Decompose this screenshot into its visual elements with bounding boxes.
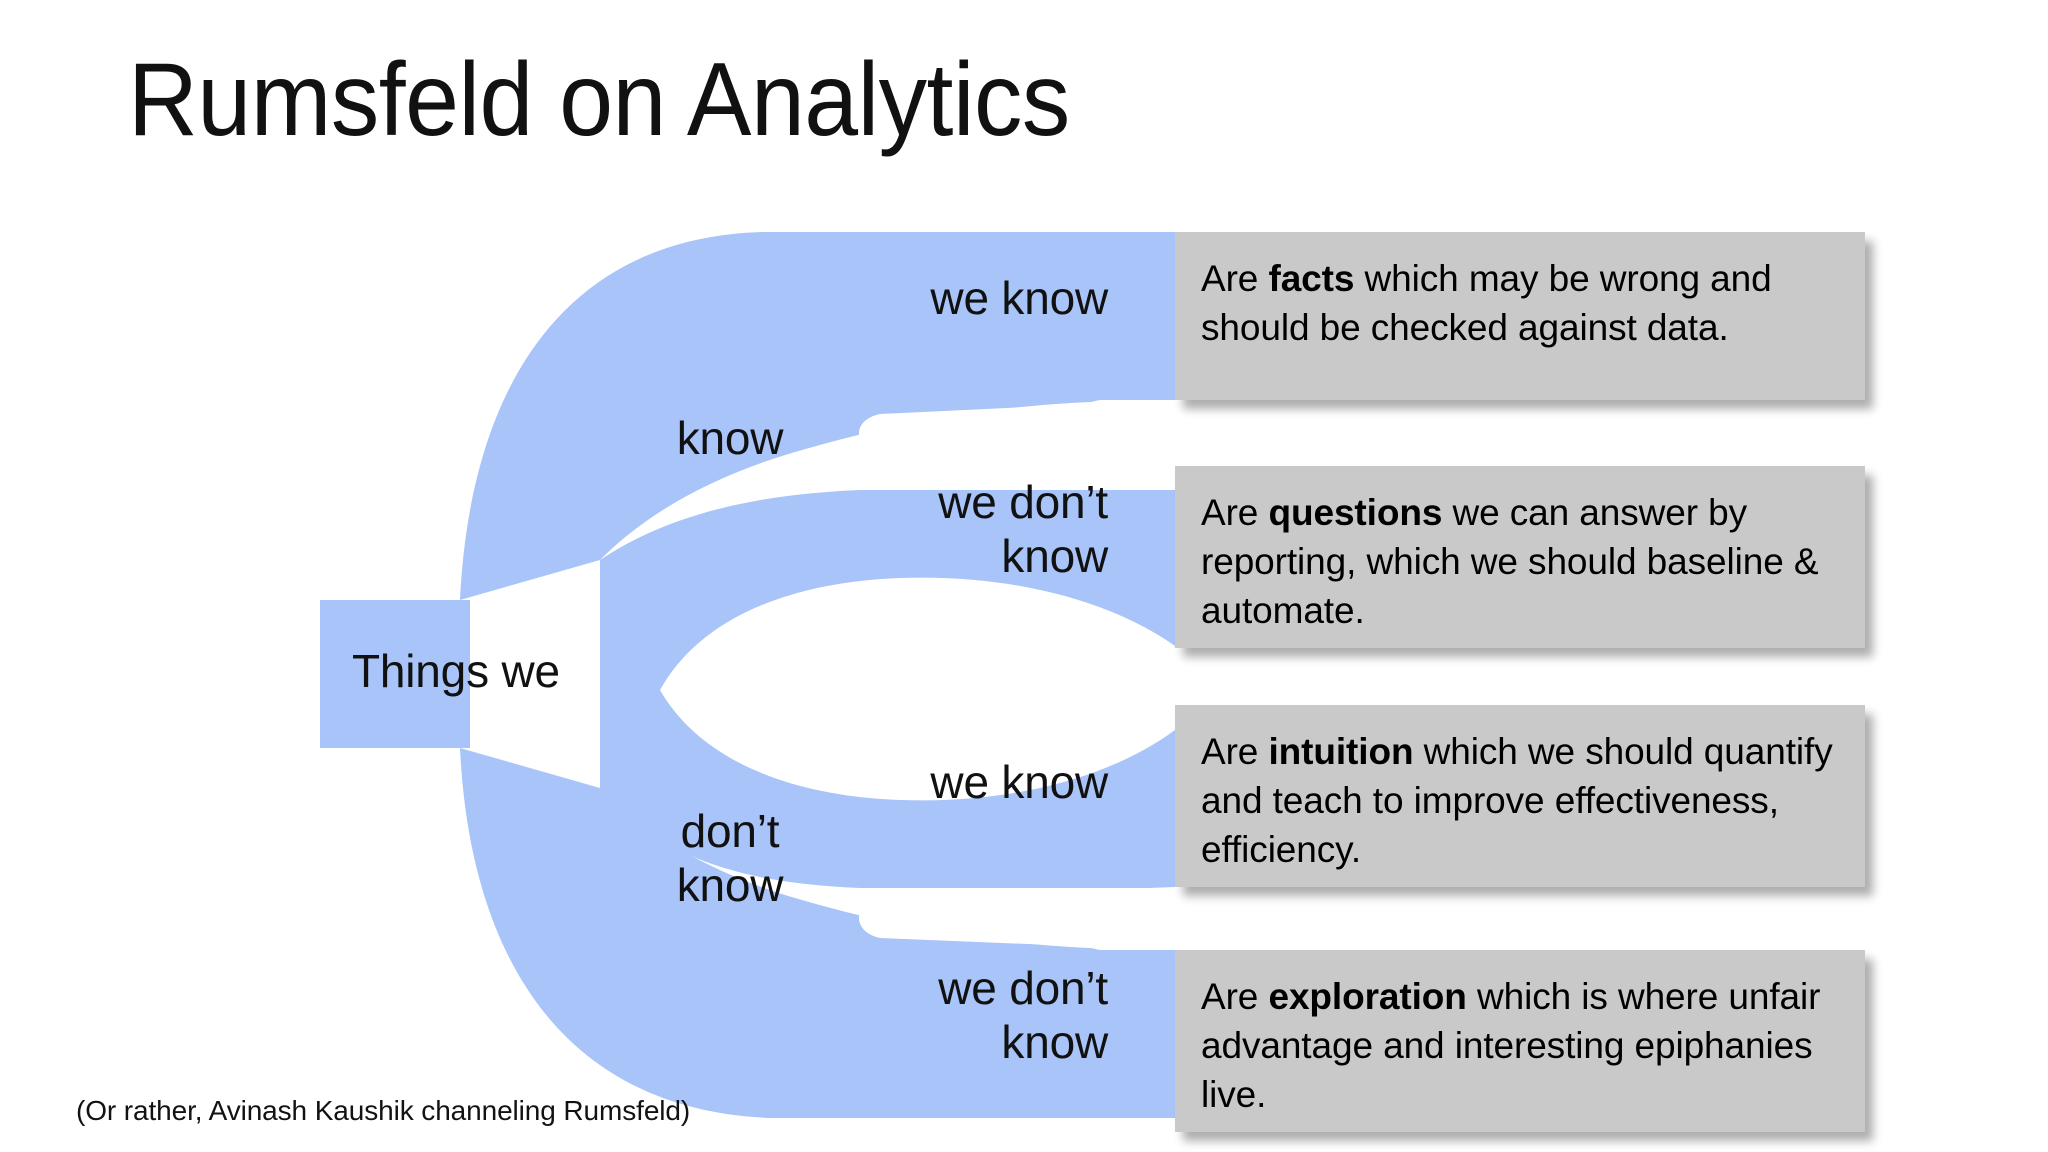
flow-leaf-label-dont-know-we-know: we know: [930, 756, 1108, 808]
flow-label-dont-know: don’t know: [676, 805, 784, 911]
desc-keyword-questions: questions: [1268, 492, 1443, 533]
flow-root-stem: [320, 600, 470, 748]
desc-rest-text: which may be wrong and should be checked…: [1201, 258, 1772, 349]
desc-keyword-intuition: intuition: [1268, 731, 1414, 772]
desc-lead-text: Are: [1201, 258, 1269, 299]
description-box-questions: Are questions we can answer by reporting…: [1175, 466, 1865, 648]
flow-leaf-label-know-we-dont-know: we don’t know: [938, 476, 1108, 582]
desc-keyword-facts: facts: [1268, 258, 1355, 299]
desc-rest-text: which we should quantify and teach to im…: [1201, 731, 1833, 871]
page-title: Rumsfeld on Analytics: [128, 42, 1070, 158]
flow-top-separator: [1070, 400, 1175, 466]
desc-keyword-exploration: exploration: [1268, 976, 1467, 1017]
desc-lead-text: Are: [1201, 976, 1269, 1017]
desc-rest-text: we can answer by reporting, which we sho…: [1201, 492, 1819, 632]
desc-lead-text: Are: [1201, 731, 1269, 772]
description-box-exploration: Are exploration which is where unfair ad…: [1175, 950, 1865, 1132]
description-box-facts: Are facts which may be wrong and should …: [1175, 232, 1865, 400]
flow-label-root: Things we: [352, 645, 560, 697]
flow-leaf-label-know-we-know: we know: [930, 272, 1108, 324]
desc-rest-text: which is where unfair advantage and inte…: [1201, 976, 1821, 1116]
flow-branch-dont-know: [460, 748, 1175, 1118]
attribution-footnote: (Or rather, Avinash Kaushik channeling R…: [76, 1095, 691, 1126]
description-box-intuition: Are intuition which we should quantify a…: [1175, 705, 1865, 887]
flow-bottom-separator: [1070, 888, 1175, 950]
flow-center-cutout: [660, 577, 1175, 801]
flow-label-know: know: [676, 412, 784, 464]
flow-branch-know: [460, 232, 1175, 600]
flow-leaf-label-dont-know-we-dont-know: we don’t know: [938, 962, 1108, 1068]
desc-lead-text: Are: [1201, 492, 1269, 533]
